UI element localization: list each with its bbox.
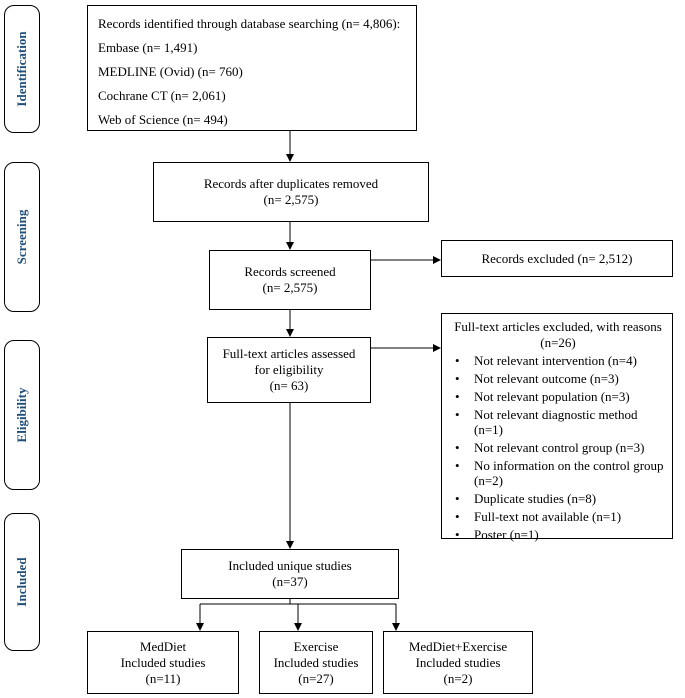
fulltext-excluded-title: Full-text articles excluded, with reason… xyxy=(454,319,662,334)
fulltext-excluded-count: (n=26) xyxy=(540,335,576,350)
exclusion-reason: Not relevant intervention (n=4) xyxy=(452,353,664,368)
fulltext-excluded-box: Full-text articles excluded, with reason… xyxy=(441,313,673,542)
meddiet-exercise-count: (n=2) xyxy=(443,670,473,686)
records-identified-title: Records identified through database sear… xyxy=(98,16,401,31)
records-screened-box: Records screened (n= 2,575) xyxy=(209,250,371,310)
exclusion-reason: Duplicate studies (n=8) xyxy=(452,491,664,506)
duplicates-removed-count: (n= 2,575) xyxy=(263,192,319,207)
meddiet-exercise-label: Included studies xyxy=(415,654,501,670)
records-identified-box: Records identified through database sear… xyxy=(87,5,417,131)
exclusion-reasons-list: Not relevant intervention (n=4) Not rele… xyxy=(452,353,664,542)
exclusion-reason: No information on the control group (n=2… xyxy=(452,458,664,488)
records-excluded-label: Records excluded (n= 2,512) xyxy=(481,250,633,266)
source-embase: Embase (n= 1,491) xyxy=(98,40,198,55)
fulltext-assessed-count: (n= 63) xyxy=(269,378,309,393)
meddiet-label: Included studies xyxy=(120,654,206,670)
meddiet-box: MedDiet Included studies (n=11) xyxy=(87,631,239,694)
source-cochrane: Cochrane CT (n= 2,061) xyxy=(98,88,226,103)
source-web-of-science: Web of Science (n= 494) xyxy=(98,112,228,127)
stage-tab-identification: Identification xyxy=(4,5,40,133)
included-unique-box: Included unique studies (n=37) xyxy=(181,549,399,599)
meddiet-exercise-box: MedDiet+Exercise Included studies (n=2) xyxy=(383,631,533,694)
duplicates-removed-label: Records after duplicates removed xyxy=(203,176,379,191)
records-screened-count: (n= 2,575) xyxy=(262,280,318,295)
fulltext-assessed-line2: for eligibility xyxy=(254,362,324,377)
meddiet-count: (n=11) xyxy=(145,670,181,686)
exclusion-reason: Not relevant population (n=3) xyxy=(452,389,664,404)
stage-tab-included: Included xyxy=(4,513,40,651)
included-unique-label: Included unique studies xyxy=(228,558,352,573)
exercise-box: Exercise Included studies (n=27) xyxy=(259,631,373,694)
fulltext-assessed-box: Full-text articles assessed for eligibil… xyxy=(207,337,371,403)
stage-tab-eligibility: Eligibility xyxy=(4,340,40,490)
exclusion-reason: Not relevant control group (n=3) xyxy=(452,440,664,455)
duplicates-removed-box: Records after duplicates removed (n= 2,5… xyxy=(153,162,429,222)
source-medline: MEDLINE (Ovid) (n= 760) xyxy=(98,64,243,79)
exclusion-reason: Not relevant outcome (n=3) xyxy=(452,371,664,386)
exclusion-reason: Not relevant diagnostic method (n=1) xyxy=(452,407,664,437)
stage-tab-screening: Screening xyxy=(4,162,40,312)
exclusion-reason: Poster (n=1) xyxy=(452,527,664,542)
fulltext-assessed-line1: Full-text articles assessed xyxy=(222,346,356,361)
exercise-label: Included studies xyxy=(273,654,359,670)
meddiet-exercise-title: MedDiet+Exercise xyxy=(408,638,508,654)
exercise-count: (n=27) xyxy=(298,670,334,686)
meddiet-title: MedDiet xyxy=(139,638,187,654)
exercise-title: Exercise xyxy=(293,638,339,654)
records-excluded-box: Records excluded (n= 2,512) xyxy=(441,240,673,277)
exclusion-reason: Full-text not available (n=1) xyxy=(452,509,664,524)
included-unique-count: (n=37) xyxy=(272,574,308,589)
records-screened-label: Records screened xyxy=(244,264,336,279)
